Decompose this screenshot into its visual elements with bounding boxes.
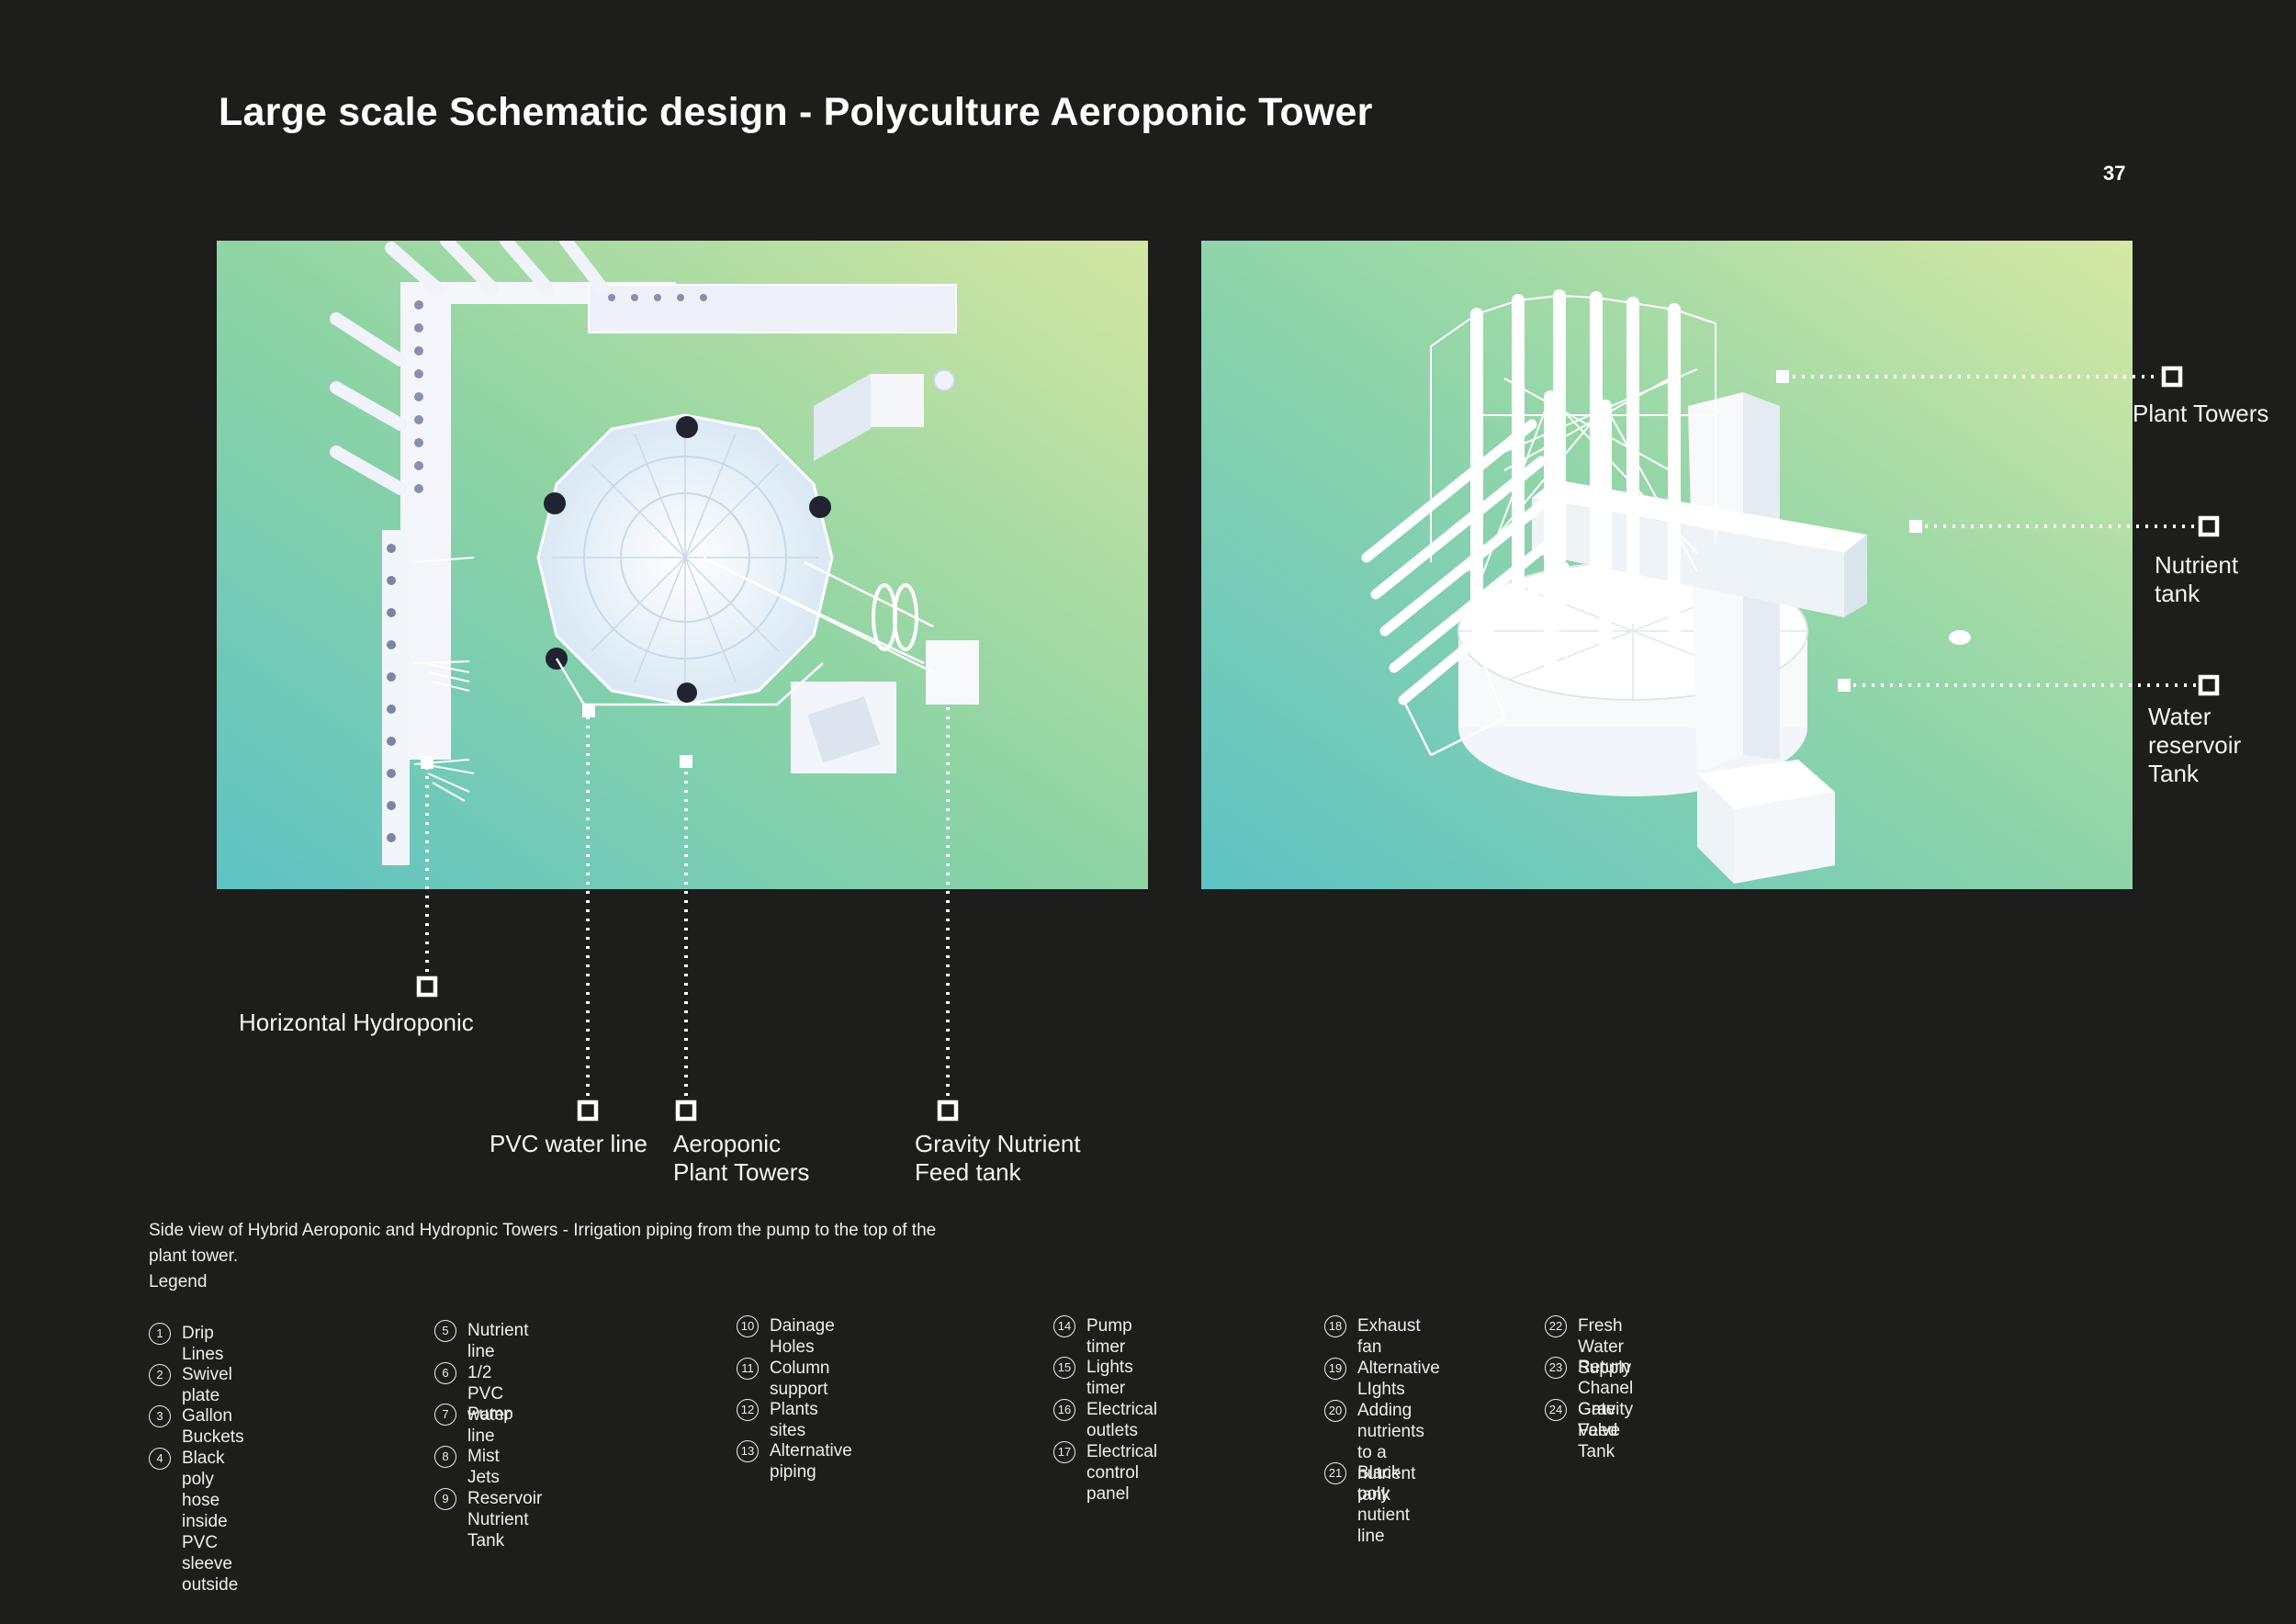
legend-label: Plants sites: [770, 1400, 818, 1440]
legend-label: Lights timer: [1086, 1358, 1133, 1398]
callout-marker: [2198, 674, 2220, 696]
legend-item: 5 Nutrient line: [434, 1320, 529, 1362]
legend-number: 3: [149, 1405, 171, 1427]
legend-number: 20: [1324, 1400, 1346, 1422]
legend-label: Drip Lines: [182, 1324, 224, 1364]
label-aeroponic-plant-towers: Aeroponic Plant Towers: [673, 1130, 810, 1186]
callout-marker: [2161, 366, 2183, 388]
legend-label: Fresh Water Supply: [1578, 1316, 1632, 1378]
legend-item: 6 1/2 PVC water line: [434, 1362, 510, 1447]
legend-number: 12: [737, 1399, 759, 1421]
legend-number: 19: [1324, 1358, 1346, 1380]
label-plant-towers: Plant Towers: [2133, 400, 2269, 427]
legend-item: 22 Fresh Water Supply: [1545, 1315, 1631, 1379]
legend-item: 1 Drip Lines: [149, 1323, 223, 1365]
legend-label: Reservoir Nutrient Tank: [467, 1489, 543, 1551]
legend-label: Gravity Feed Tank: [1578, 1400, 1634, 1461]
legend-item: 13 Alternative piping: [737, 1440, 852, 1483]
legend-label: Column support: [770, 1359, 830, 1399]
legend-label: Swivel plate: [182, 1365, 232, 1405]
perspective-render: [1201, 241, 2133, 889]
legend-item: 12 Plants sites: [737, 1399, 818, 1441]
caption: Side view of Hybrid Aeroponic and Hydrop…: [149, 1218, 957, 1295]
legend-number: 18: [1324, 1315, 1346, 1337]
legend-label: Exhaust fan: [1357, 1316, 1421, 1357]
callout-marker: [577, 1100, 599, 1122]
legend-label: Alternative LIghts: [1357, 1359, 1440, 1399]
legend-number: 15: [1053, 1357, 1075, 1379]
legend-number: 17: [1053, 1441, 1075, 1463]
legend-number: 4: [149, 1448, 171, 1470]
legend-label: Pump timer: [1086, 1316, 1132, 1357]
legend-item: 2 Swivel plate: [149, 1364, 232, 1406]
legend-label: Dainage Holes: [770, 1316, 835, 1357]
legend-item: 15 Lights timer: [1053, 1357, 1133, 1399]
legend-number: 13: [737, 1440, 759, 1462]
callout-marker: [937, 1100, 959, 1122]
legend-label: Black poly hose inside PVC sleeve outsid…: [182, 1449, 239, 1595]
legend-number: 7: [434, 1404, 456, 1426]
legend-item: 18 Exhaust fan: [1324, 1315, 1421, 1358]
callout-marker: [2198, 515, 2220, 537]
legend-number: 22: [1545, 1315, 1567, 1337]
legend-label: Return Chanel Gate Valve: [1578, 1358, 1634, 1440]
legend-item: 24 Gravity Feed Tank: [1545, 1399, 1633, 1462]
caption-text: Side view of Hybrid Aeroponic and Hydrop…: [149, 1221, 937, 1266]
legend-number: 21: [1324, 1462, 1346, 1484]
legend-item: 10 Dainage Holes: [737, 1315, 835, 1358]
label-nutrient-tank: Nutrient tank: [2155, 551, 2239, 607]
callout-marker: [675, 1100, 697, 1122]
legend-item: 3 Gallon Buckets: [149, 1405, 244, 1448]
callout-marker: [416, 976, 438, 998]
page-title: Large scale Schematic design - Polycultu…: [219, 90, 1373, 134]
legend-item: 11 Column support: [737, 1358, 829, 1400]
legend-number: 11: [737, 1358, 759, 1380]
label-horizontal-hydroponic: Horizontal Hydroponic: [239, 1009, 474, 1036]
legend-item: 4 Black poly hose inside PVC sleeve outsi…: [149, 1448, 238, 1596]
legend-item: 17 Electrical control panel: [1053, 1441, 1157, 1505]
legend-number: 2: [149, 1364, 171, 1386]
legend-number: 23: [1545, 1357, 1567, 1379]
legend-label: Mist Jets: [467, 1447, 500, 1487]
legend-item: 14 Pump timer: [1053, 1315, 1132, 1358]
legend-item: 16 Electrical outlets: [1053, 1399, 1157, 1441]
legend-item: 23 Return Chanel Gate Valve: [1545, 1357, 1633, 1441]
legend-number: 9: [434, 1488, 456, 1510]
legend-number: 5: [434, 1320, 456, 1342]
legend-number: 16: [1053, 1399, 1075, 1421]
legend-number: 14: [1053, 1315, 1075, 1337]
label-pvc-water-line: PVC water line: [490, 1130, 647, 1157]
legend-label: Nutrient line: [467, 1321, 529, 1361]
label-water-reservoir-tank: Water reservoir Tank: [2148, 703, 2242, 787]
legend-number: 10: [737, 1315, 759, 1337]
legend-item: 7 Pump: [434, 1404, 513, 1426]
legend-number: 1: [149, 1323, 171, 1345]
legend-label: Pump: [467, 1404, 513, 1424]
legend-item: 21 Black poly nutient line: [1324, 1462, 1410, 1547]
legend-number: 8: [434, 1446, 456, 1468]
top-view-render: [217, 241, 1148, 889]
legend-item: 9 Reservoir Nutrient Tank: [434, 1488, 542, 1551]
label-gravity-nutrient-feed-tank: Gravity Nutrient Feed tank: [915, 1130, 1081, 1186]
legend-label: Electrical control panel: [1086, 1442, 1158, 1504]
legend-number: 6: [434, 1362, 456, 1384]
legend-label: Black poly nutient line: [1357, 1463, 1411, 1546]
legend-item: 20 Adding nutrients to a nutrient tank: [1324, 1400, 1424, 1506]
legend-item: 8 Mist Jets: [434, 1446, 500, 1488]
legend-label: Alternative piping: [770, 1441, 852, 1482]
page-number: 37: [2103, 162, 2126, 185]
legend-number: 24: [1545, 1399, 1567, 1421]
legend-heading: Legend: [149, 1272, 208, 1291]
legend-label: Adding nutrients to a nutrient tank: [1357, 1401, 1424, 1505]
legend-label: 1/2 PVC water line: [467, 1363, 511, 1446]
legend-label: Gallon Buckets: [182, 1406, 244, 1447]
legend-label: Electrical outlets: [1086, 1400, 1158, 1440]
legend-item: 19 Alternative LIghts: [1324, 1358, 1440, 1400]
